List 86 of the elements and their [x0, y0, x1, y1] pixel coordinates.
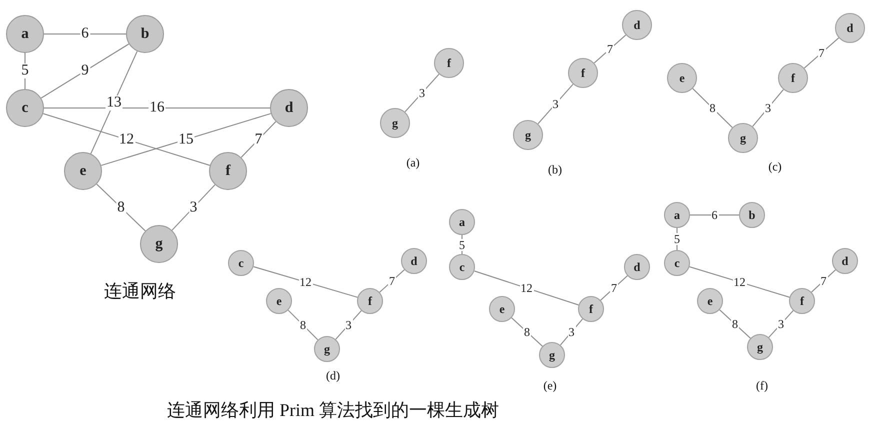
edge-label: 5	[673, 233, 681, 245]
vertex-circle: b	[126, 15, 164, 53]
vertex-circle: a	[449, 209, 475, 235]
edge-label: 15	[178, 132, 194, 147]
vertex-circle: f	[778, 63, 808, 93]
vertex-circle: d	[624, 254, 650, 280]
panel-label: (e)	[543, 379, 557, 393]
vertex-circle: f	[357, 288, 383, 314]
panel-label: (c)	[768, 160, 782, 174]
edge-label: 7	[388, 275, 396, 287]
panel-label: (a)	[406, 156, 420, 170]
edge-label: 7	[818, 47, 826, 59]
edge-line	[172, 184, 216, 231]
edge-line	[594, 34, 626, 64]
vertex-circle: f	[568, 58, 598, 88]
edge-line	[100, 113, 272, 166]
edge-line	[688, 266, 790, 298]
vertex-circle: g	[539, 342, 565, 368]
edge-line	[252, 266, 358, 298]
edge-label: 8	[523, 326, 531, 338]
vertex-circle: g	[513, 120, 543, 150]
vertex-circle: a	[664, 202, 690, 228]
edge-label: 3	[188, 200, 198, 215]
panel-label: (f)	[756, 379, 768, 393]
edge-label: 7	[820, 275, 828, 287]
vertex-circle: c	[664, 250, 690, 276]
edge-line	[42, 113, 210, 166]
edge-line	[379, 269, 405, 293]
vertex-circle: d	[832, 248, 858, 274]
edge-label: 12	[298, 276, 312, 288]
vertex-circle: d	[401, 248, 427, 274]
edge-label: 12	[520, 282, 534, 294]
edge-label: 3	[764, 102, 772, 114]
edge-label: 7	[610, 282, 618, 294]
vertex-circle: e	[697, 288, 723, 314]
edge-line	[690, 214, 740, 216]
vertex-circle: f	[209, 152, 247, 190]
vertex-circle: b	[739, 202, 765, 228]
edge-label: 8	[116, 200, 126, 215]
vertex-circle: g	[747, 334, 773, 360]
figure-caption: 连通网络利用 Prim 算法找到的一棵生成树	[167, 401, 499, 421]
edge-label: 8	[299, 319, 307, 331]
figure-caption: 连通网络	[104, 282, 176, 302]
vertex-circle: c	[6, 89, 44, 127]
edge-label: 7	[254, 132, 264, 147]
edge-label: 3	[568, 326, 576, 338]
vertex-circle: f	[578, 296, 604, 322]
vertex-circle: e	[64, 152, 102, 190]
vertex-circle: e	[266, 288, 292, 314]
edge-line	[692, 88, 733, 128]
edge-line	[804, 37, 840, 69]
vertex-circle: e	[667, 63, 697, 93]
edge-label: 3	[418, 87, 426, 99]
panel-label: (d)	[326, 369, 340, 383]
edge-label: 8	[731, 318, 739, 330]
edge-line	[40, 43, 130, 99]
vertex-circle: d	[622, 10, 652, 40]
edge-line	[537, 84, 574, 124]
vertex-circle: c	[228, 250, 254, 276]
edge-line	[404, 74, 440, 112]
edge-line	[474, 270, 580, 306]
vertex-circle: e	[489, 296, 515, 322]
edge-label: 13	[106, 95, 122, 110]
edge-label: 3	[777, 318, 785, 330]
vertex-circle: d	[835, 13, 865, 43]
edge-line	[240, 121, 276, 158]
edge-label: 5	[20, 64, 30, 78]
edge-label: 6	[710, 209, 718, 221]
vertex-circle: c	[449, 254, 475, 280]
edge-label: 3	[552, 98, 560, 110]
panel-label: (b)	[548, 163, 562, 177]
edge-label: 12	[732, 276, 746, 288]
edge-label: 7	[606, 43, 614, 55]
edge-line	[600, 275, 628, 301]
edge-line	[90, 50, 138, 154]
vertex-circle: g	[728, 123, 758, 153]
vertex-circle: g	[314, 336, 340, 362]
edge-label: 5	[458, 238, 466, 250]
vertex-circle: d	[270, 89, 308, 127]
edge-label: 8	[708, 102, 716, 114]
vertex-circle: a	[6, 15, 44, 53]
vertex-circle: g	[140, 225, 178, 263]
vertex-circle: f	[434, 48, 464, 78]
vertex-circle: f	[789, 288, 815, 314]
edge-label: 3	[344, 319, 352, 331]
vertex-circle: g	[380, 108, 410, 138]
